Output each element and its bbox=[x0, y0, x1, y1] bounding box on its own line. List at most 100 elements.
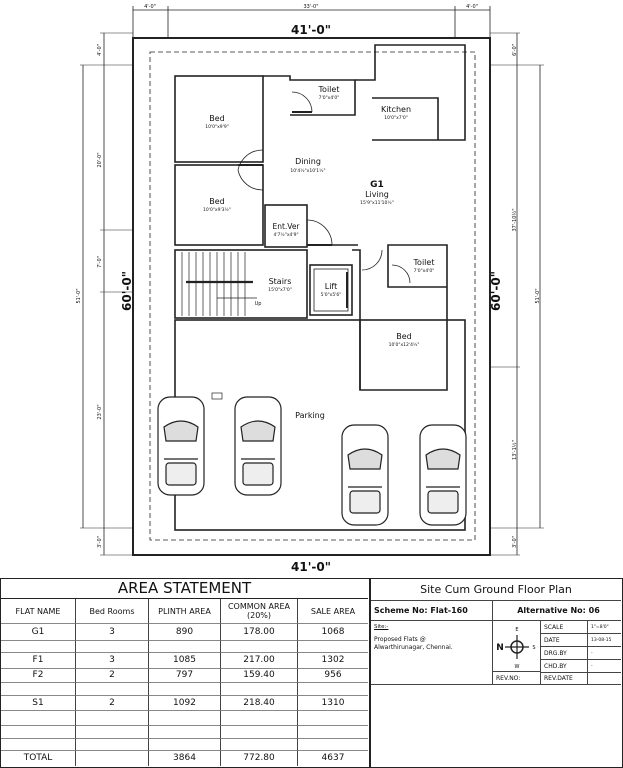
table-cell: 1068 bbox=[298, 624, 368, 641]
dim-left: 20'-0" bbox=[97, 152, 103, 167]
flat-label: G1 bbox=[370, 180, 384, 190]
floor-plan: 4'-0" 33'-0" 4'-0" 4'-0" 20'-0" 7'-0" 23… bbox=[76, 4, 544, 574]
dim-left: 7'-0" bbox=[97, 256, 103, 268]
table-cell: G1 bbox=[1, 624, 76, 641]
column-header: COMMON AREA (20%) bbox=[221, 599, 298, 624]
table-cell: 218.40 bbox=[221, 696, 298, 711]
table-cell: F1 bbox=[1, 653, 76, 669]
total-cell: 772.80 bbox=[221, 751, 298, 766]
rev-date-value bbox=[588, 672, 621, 685]
room-size: 10'0"x9'9" bbox=[205, 124, 229, 130]
room-size: 7'0"x4'0" bbox=[319, 95, 340, 101]
dim-right: 6'-0" bbox=[512, 44, 518, 56]
overall-depth-left: 60'-0" bbox=[120, 271, 134, 311]
table-cell: 1092 bbox=[149, 696, 221, 711]
table-cell bbox=[298, 711, 368, 726]
column-header: SALE AREA bbox=[298, 599, 368, 624]
title-block: Site Cum Ground Floor Plan Scheme No: Fl… bbox=[370, 578, 623, 768]
room-name: Toilet bbox=[413, 258, 435, 267]
table-cell bbox=[1, 641, 76, 653]
total-cell: 3864 bbox=[149, 751, 221, 766]
compass-e: E bbox=[515, 627, 518, 633]
car-icon bbox=[157, 396, 205, 496]
room-size: 10'4½"x10'1½" bbox=[290, 167, 325, 174]
table-cell bbox=[221, 726, 298, 739]
site-text: Proposed Flats @ Alwarthirunagar, Chenna… bbox=[374, 636, 453, 651]
table-cell bbox=[149, 683, 221, 696]
table-cell bbox=[221, 641, 298, 653]
table-cell bbox=[1, 739, 76, 751]
total-cell: TOTAL bbox=[1, 751, 76, 766]
room-size: 10'0"x7'0" bbox=[384, 115, 408, 121]
table-cell bbox=[76, 711, 149, 726]
room-size: 15'0"x7'0" bbox=[268, 287, 292, 293]
column-header: PLINTH AREA bbox=[149, 599, 221, 624]
table-cell: 217.00 bbox=[221, 653, 298, 669]
compass-w: W bbox=[515, 664, 520, 670]
compass: E N S W bbox=[493, 621, 541, 672]
table-cell bbox=[221, 683, 298, 696]
room-name: Bed bbox=[209, 114, 225, 123]
field-label: SCALE bbox=[541, 621, 588, 634]
room-name: Stairs bbox=[269, 277, 292, 286]
car-icon bbox=[341, 424, 389, 526]
table-cell bbox=[149, 739, 221, 751]
column-header: Bed Rooms bbox=[76, 599, 149, 624]
dim-right: 13'-1½" bbox=[511, 440, 518, 460]
field-label: DATE bbox=[541, 634, 588, 647]
total-cell bbox=[76, 751, 149, 766]
field-value: - bbox=[588, 660, 621, 673]
room-size: 10'0"x9'3½" bbox=[203, 206, 231, 213]
table-cell: 2 bbox=[76, 696, 149, 711]
dim-left: 23'-0" bbox=[97, 404, 103, 419]
field-label: CHD.BY bbox=[541, 660, 588, 673]
car-icons bbox=[157, 396, 467, 526]
table-cell: 3 bbox=[76, 653, 149, 669]
dim-top-right: 4'-0" bbox=[466, 4, 478, 10]
table-cell bbox=[1, 683, 76, 696]
room-name: Bed bbox=[209, 197, 225, 206]
table-cell bbox=[76, 683, 149, 696]
table-cell: 3 bbox=[76, 624, 149, 641]
table-cell: 956 bbox=[298, 669, 368, 683]
table-cell: 1085 bbox=[149, 653, 221, 669]
dim-right: 3'-0" bbox=[512, 536, 518, 548]
dim-top-middle: 33'-0" bbox=[303, 4, 318, 10]
table-cell bbox=[298, 683, 368, 696]
dim-left-total: 51'-0" bbox=[76, 288, 82, 303]
table-cell bbox=[1, 726, 76, 739]
table-cell bbox=[149, 711, 221, 726]
field-value: - bbox=[588, 647, 621, 660]
room-name: Lift bbox=[325, 282, 338, 291]
alternative-number: Alternative No: 06 bbox=[493, 601, 621, 621]
rev-no-label: REV.NO: bbox=[493, 672, 541, 685]
dim-right-total: 51'-0" bbox=[535, 288, 541, 303]
table-cell bbox=[76, 726, 149, 739]
overall-width-bottom: 41'-0" bbox=[291, 560, 331, 574]
car-icon bbox=[234, 396, 282, 496]
room-name: Kitchen bbox=[381, 105, 411, 114]
site-label: Site:- bbox=[374, 624, 389, 630]
table-cell: 1310 bbox=[298, 696, 368, 711]
dim-top-left: 4'-0" bbox=[144, 4, 156, 10]
rev-date-label: REV.DATE bbox=[541, 672, 588, 685]
room-name: Dining bbox=[295, 157, 321, 166]
compass-s: S bbox=[532, 645, 535, 651]
drawing-title: Site Cum Ground Floor Plan bbox=[371, 579, 621, 601]
room-size: 10'0"x12'4½" bbox=[389, 341, 420, 348]
table-cell bbox=[1, 711, 76, 726]
overall-width-top: 41'-0" bbox=[291, 23, 331, 37]
stairs-up-label: Up bbox=[255, 301, 262, 307]
total-cell: 4637 bbox=[321, 753, 345, 763]
table-cell: 1302 bbox=[298, 653, 368, 669]
area-statement-title: AREA STATEMENT bbox=[1, 579, 368, 599]
table-cell: 797 bbox=[149, 669, 221, 683]
column-header: FLAT NAME bbox=[1, 599, 76, 624]
overall-depth-right: 60'-0" bbox=[489, 271, 503, 311]
room-name: Living bbox=[365, 190, 389, 199]
compass-icon: E N S W bbox=[496, 627, 535, 670]
table-cell: S1 bbox=[1, 696, 76, 711]
table-cell bbox=[221, 739, 298, 751]
field-value: 1"=8'0" bbox=[588, 621, 621, 634]
table-cell: 159.40 bbox=[221, 669, 298, 683]
